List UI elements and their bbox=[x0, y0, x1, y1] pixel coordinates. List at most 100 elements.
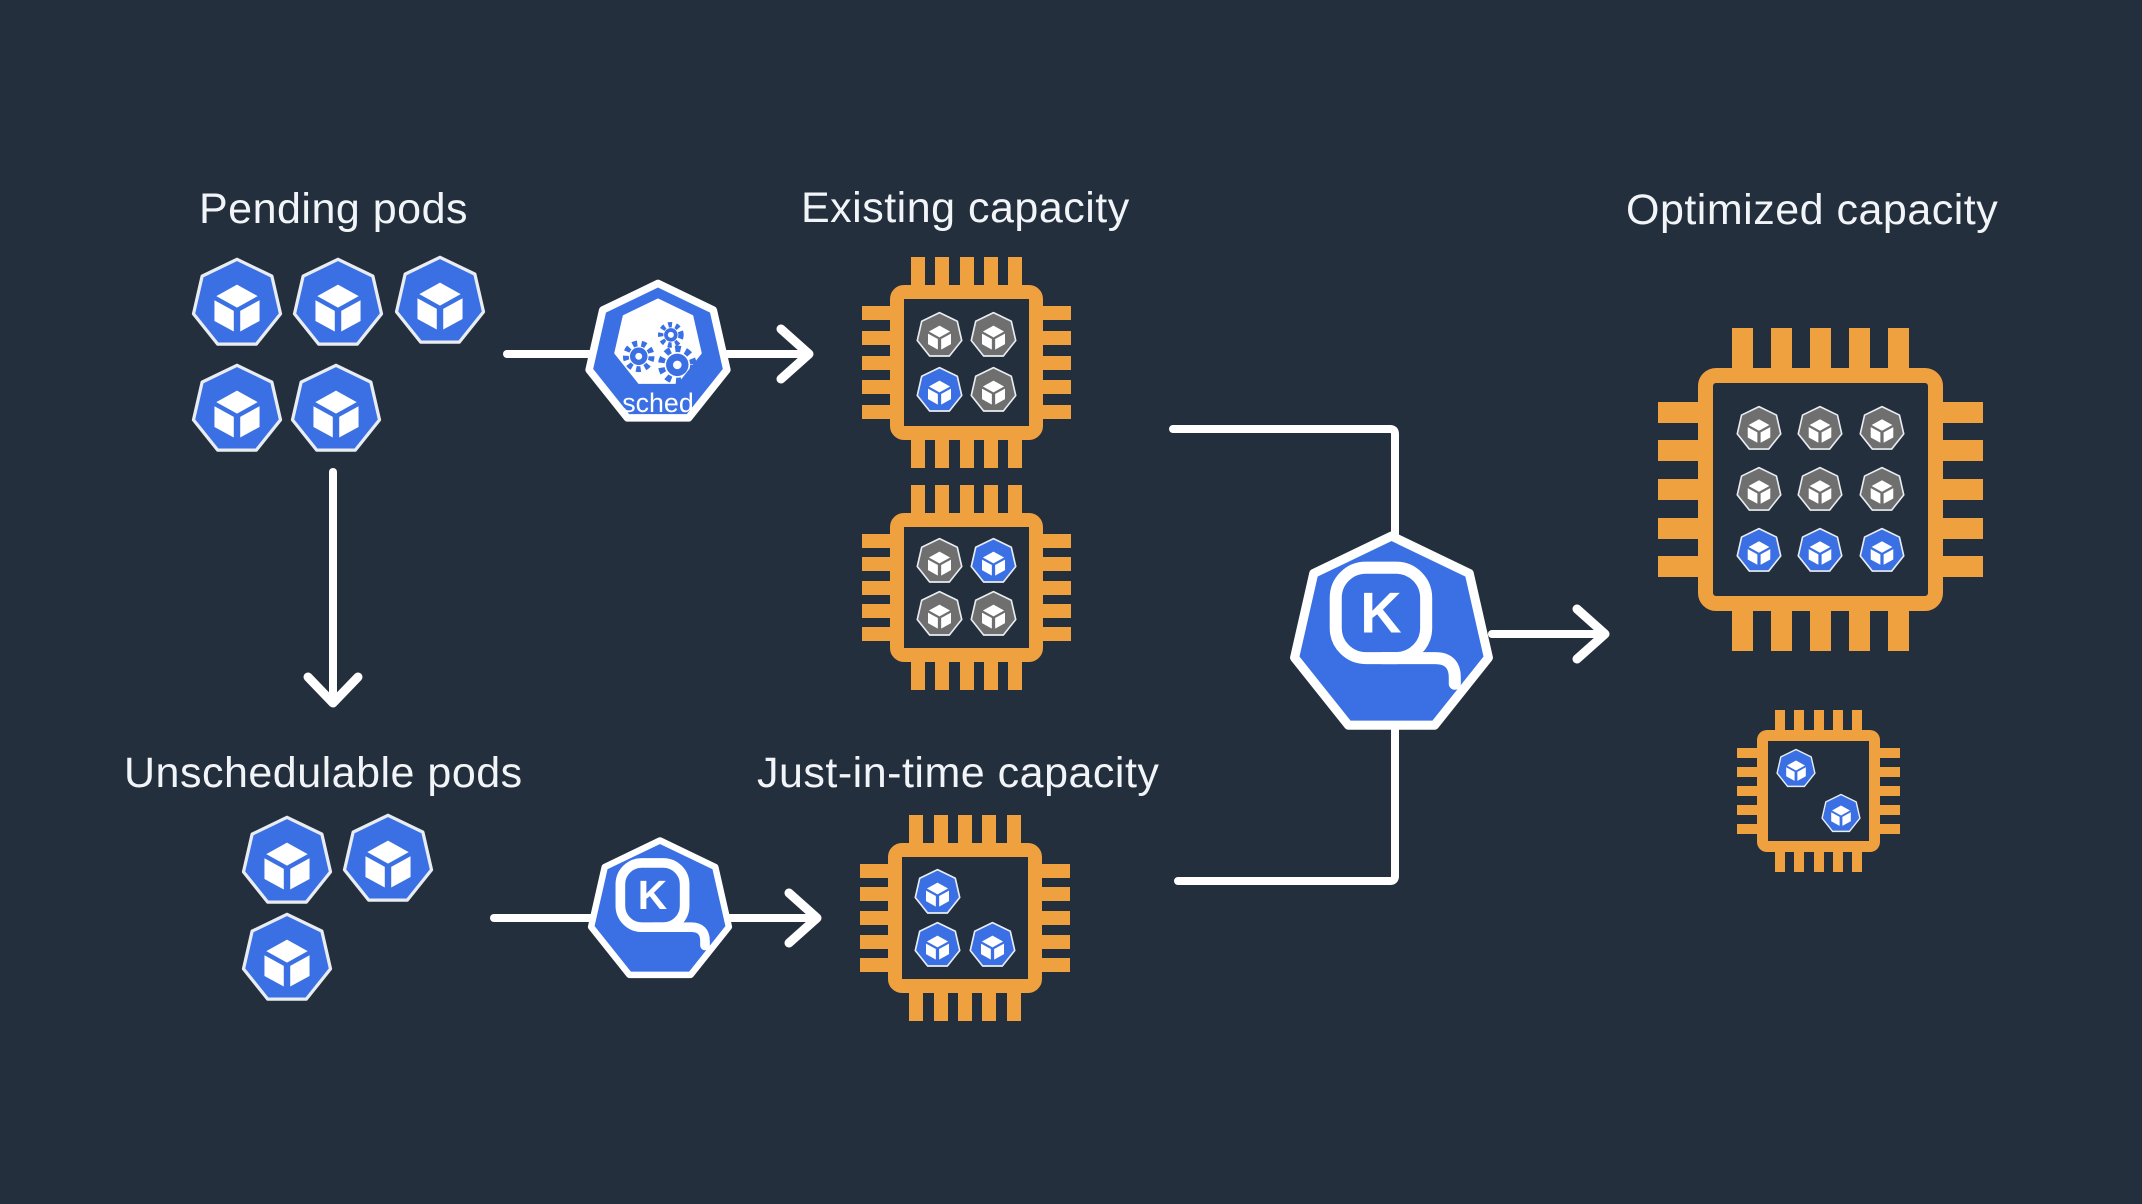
pod-cell bbox=[910, 865, 965, 918]
pod-cell bbox=[910, 918, 965, 971]
chip-pin bbox=[1771, 328, 1792, 383]
pending-pod bbox=[290, 362, 382, 456]
chip-pin bbox=[862, 355, 904, 370]
pod-icon bbox=[916, 311, 963, 357]
chip-pin bbox=[1869, 747, 1900, 758]
pending-pod bbox=[191, 362, 283, 456]
pod-icon bbox=[1797, 527, 1844, 572]
chip-pin bbox=[1928, 517, 1983, 539]
chip-pin bbox=[1029, 580, 1071, 595]
chip-pin bbox=[958, 815, 972, 857]
chip-pin bbox=[1869, 805, 1900, 816]
pod-icon bbox=[914, 921, 961, 967]
karpenter-letter: K bbox=[638, 872, 668, 918]
chip-pin bbox=[862, 533, 904, 548]
unschedulable-pods-title: Unschedulable pods bbox=[124, 749, 523, 797]
pending-pods-title: Pending pods bbox=[199, 185, 468, 233]
chip-pin bbox=[860, 958, 902, 973]
chip-pin bbox=[933, 979, 948, 1021]
pending-pod bbox=[394, 254, 486, 348]
chip-pin bbox=[911, 648, 926, 690]
chip-pin bbox=[1029, 557, 1071, 572]
chip-pin bbox=[1029, 355, 1071, 370]
empty-cell bbox=[1819, 746, 1865, 791]
pod-icon bbox=[394, 255, 486, 344]
unschedulable-pod bbox=[342, 812, 434, 906]
chip-pin bbox=[1028, 863, 1070, 878]
arrow-karpenter-to-optimized-head bbox=[1572, 604, 1610, 664]
chip-pod-grid bbox=[912, 307, 1021, 418]
pod-icon bbox=[1736, 405, 1782, 450]
chip-pin bbox=[862, 330, 904, 345]
chip-pin bbox=[860, 887, 902, 902]
pod-icon bbox=[1797, 466, 1844, 511]
chip-pin bbox=[1928, 440, 1983, 462]
chip-pin bbox=[1813, 841, 1824, 872]
chip-pin bbox=[959, 648, 974, 690]
chip-pin bbox=[1028, 934, 1070, 949]
chip-pin bbox=[935, 426, 950, 468]
chip-pin bbox=[1852, 710, 1863, 741]
chip-pin bbox=[1006, 979, 1021, 1021]
chip-pin bbox=[1029, 533, 1071, 548]
cpu-chip-existing-2 bbox=[862, 485, 1071, 690]
chip-pin bbox=[1658, 517, 1713, 539]
chip-pin bbox=[1737, 805, 1768, 816]
pod-cell bbox=[1728, 398, 1790, 459]
pod-icon bbox=[191, 363, 283, 452]
pod-icon bbox=[1859, 466, 1905, 511]
chip-pin bbox=[862, 627, 904, 642]
pending-pod bbox=[191, 256, 283, 350]
pod-cell bbox=[1819, 791, 1865, 836]
jit-capacity-title: Just-in-time capacity bbox=[757, 749, 1160, 797]
pod-cell bbox=[1790, 398, 1852, 459]
chip-pin bbox=[982, 979, 997, 1021]
chip-pin bbox=[1852, 841, 1863, 872]
chip-pod-grid bbox=[1728, 398, 1913, 581]
chip-pin bbox=[1771, 596, 1792, 651]
connector-jit-to-karpenter bbox=[1174, 632, 1399, 885]
pod-icon bbox=[1736, 527, 1782, 572]
pod-icon bbox=[969, 921, 1016, 967]
chip-pin bbox=[1869, 766, 1900, 777]
chip-pin bbox=[1732, 328, 1753, 383]
chip-pin bbox=[1849, 596, 1870, 651]
pending-pod bbox=[292, 256, 384, 350]
chip-pin bbox=[1849, 328, 1870, 383]
pod-cell bbox=[967, 363, 1022, 419]
chip-pin bbox=[959, 257, 974, 299]
chip-pin bbox=[1007, 257, 1022, 299]
kube-scheduler-icon: sched bbox=[585, 279, 731, 422]
chip-pin bbox=[1774, 710, 1785, 741]
pod-icon bbox=[342, 813, 434, 902]
chip-pin bbox=[1028, 887, 1070, 902]
pod-icon bbox=[1736, 466, 1782, 511]
pod-cell bbox=[912, 588, 967, 641]
chip-pin bbox=[983, 485, 998, 527]
chip-pin bbox=[959, 426, 974, 468]
chip-pin bbox=[909, 815, 924, 857]
pod-icon bbox=[970, 538, 1017, 584]
arrow-pending-to-unschedulable-head bbox=[303, 672, 363, 708]
chip-pin bbox=[860, 863, 902, 878]
pod-icon bbox=[292, 257, 384, 346]
pod-icon bbox=[241, 815, 333, 904]
chip-pin bbox=[1029, 380, 1071, 395]
chip-pin bbox=[935, 257, 950, 299]
unschedulable-pod bbox=[241, 814, 333, 908]
chip-pin bbox=[1928, 479, 1983, 500]
pod-cell bbox=[1728, 459, 1790, 520]
pod-cell bbox=[1790, 459, 1852, 520]
chip-pin bbox=[862, 380, 904, 395]
karpenter-letter: K bbox=[1360, 582, 1401, 646]
pod-icon bbox=[1859, 405, 1905, 450]
chip-pin bbox=[1794, 710, 1805, 741]
chip-pin bbox=[911, 485, 926, 527]
pod-icon bbox=[1776, 748, 1816, 788]
chip-pin bbox=[935, 648, 950, 690]
chip-pin bbox=[1810, 328, 1831, 383]
pod-icon bbox=[970, 590, 1017, 636]
pod-icon bbox=[916, 538, 963, 584]
chip-pin bbox=[1658, 556, 1713, 578]
chip-pin bbox=[959, 485, 974, 527]
